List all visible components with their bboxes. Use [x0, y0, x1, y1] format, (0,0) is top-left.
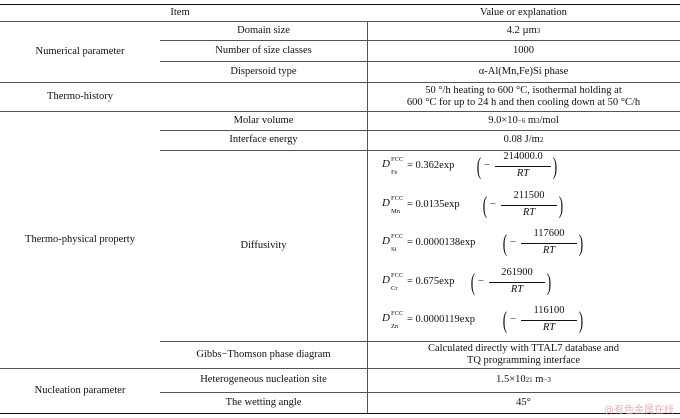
- header-bottom-rule: [0, 21, 680, 22]
- fraction-denominator: RT: [510, 284, 524, 295]
- row-dispersoid-value: α-Al(Mn,Fe)Si phase: [478, 65, 569, 77]
- right-paren: ): [552, 154, 558, 180]
- diffusivity-symbol: D: [382, 312, 390, 324]
- rule: [160, 392, 680, 393]
- diffusivity-symbol: D: [382, 235, 390, 247]
- group-numerical-parameter: Numerical parameter: [35, 45, 125, 57]
- rule: [160, 341, 680, 342]
- diffusivity-symbol: D: [382, 197, 390, 209]
- row-size-classes-value: 1000: [513, 44, 534, 56]
- diffusivity-superscript: FCC: [391, 272, 404, 279]
- left-paren: (: [502, 231, 508, 257]
- right-paren: ): [546, 270, 552, 296]
- diffusivity-superscript: FCC: [391, 233, 404, 240]
- activation-energy-numerator: 261900: [501, 267, 533, 278]
- activation-energy-numerator: 117600: [533, 228, 565, 239]
- fraction-bar: [521, 320, 577, 321]
- fraction-bar: [521, 243, 577, 244]
- table-top-rule: [0, 4, 680, 5]
- fraction-bar: [501, 205, 557, 206]
- row-gibbs-thomson-item: Gibbs−Thomson phase diagram: [196, 348, 331, 360]
- diffusivity-symbol: D: [382, 158, 390, 170]
- group-nucleation-parameter: Nucleation parameter: [34, 384, 126, 396]
- diffusivity-coefficient: = 0.0000119exp: [407, 314, 475, 325]
- diffusivity-superscript: FCC: [391, 156, 404, 163]
- rule: [0, 111, 680, 112]
- diffusivity-superscript: FCC: [391, 195, 404, 202]
- diffusivity-coefficient: = 0.675exp: [407, 276, 455, 287]
- diffusivity-subscript: Fe: [391, 169, 398, 176]
- group-thermo-history: Thermo-history: [47, 90, 113, 102]
- activation-energy-numerator: 116100: [533, 305, 565, 316]
- row-wetting-angle-item: The wetting angle: [225, 396, 302, 408]
- right-paren: ): [578, 308, 584, 334]
- header-item: Item: [170, 6, 190, 18]
- diffusivity-subscript: Cr: [391, 285, 398, 292]
- fraction-denominator: RT: [516, 168, 530, 179]
- fraction-denominator: RT: [522, 207, 536, 218]
- thermo-history-value: 50 °/h heating to 600 °C, isothermal hol…: [406, 84, 641, 108]
- header-value: Value or explanation: [480, 6, 567, 18]
- row-molar-volume-item: Molar volume: [233, 114, 294, 126]
- left-paren: (: [482, 193, 488, 219]
- group-thermo-physical-property: Thermo-physical property: [25, 233, 135, 245]
- left-paren: (: [502, 308, 508, 334]
- rule: [160, 40, 680, 41]
- right-paren: ): [578, 231, 584, 257]
- activation-energy-numerator: 211500: [513, 190, 545, 201]
- rule: [160, 130, 680, 131]
- column-divider: [367, 21, 368, 413]
- minus-sign: −: [478, 276, 484, 287]
- rule: [0, 368, 680, 369]
- diffusivity-symbol: D: [382, 274, 390, 286]
- diffusivity-subscript: Zn: [391, 323, 399, 330]
- watermark: @有色金属在线: [604, 405, 674, 416]
- left-paren: (: [476, 154, 482, 180]
- minus-sign: −: [490, 199, 496, 210]
- row-nucleation-site-item: Heterogeneous nucleation site: [200, 374, 327, 385]
- minus-sign: −: [510, 314, 516, 325]
- diffusivity-coefficient: = 0.0000138exp: [407, 237, 476, 248]
- row-interface-energy-item: Interface energy: [229, 134, 298, 145]
- row-dispersoid-item: Dispersoid type: [230, 65, 297, 77]
- table-bottom-rule: [0, 413, 680, 414]
- rule: [0, 82, 680, 83]
- minus-sign: −: [510, 237, 516, 248]
- left-paren: (: [470, 270, 476, 296]
- row-gibbs-thomson-value: Calculated directly with TTAL7 database …: [427, 342, 620, 366]
- row-diffusivity-item: Diffusivity: [240, 239, 287, 251]
- row-domain-size-item: Domain size: [237, 24, 290, 36]
- fraction-bar: [489, 282, 545, 283]
- rule: [160, 150, 680, 151]
- fraction-denominator: RT: [542, 322, 556, 333]
- row-size-classes-item: Number of size classes: [215, 44, 312, 56]
- diffusivity-subscript: Si: [391, 246, 397, 253]
- minus-sign: −: [484, 160, 490, 171]
- fraction-denominator: RT: [542, 245, 556, 256]
- activation-energy-numerator: 214000.0: [503, 151, 543, 162]
- rule: [160, 61, 680, 62]
- row-wetting-angle-value: 45°: [516, 396, 531, 408]
- diffusivity-coefficient: = 0.362exp: [407, 160, 455, 171]
- diffusivity-superscript: FCC: [391, 310, 404, 317]
- fraction-bar: [495, 166, 551, 167]
- diffusivity-subscript: Mn: [391, 208, 401, 215]
- right-paren: ): [558, 193, 564, 219]
- diffusivity-coefficient: = 0.0135exp: [407, 199, 460, 210]
